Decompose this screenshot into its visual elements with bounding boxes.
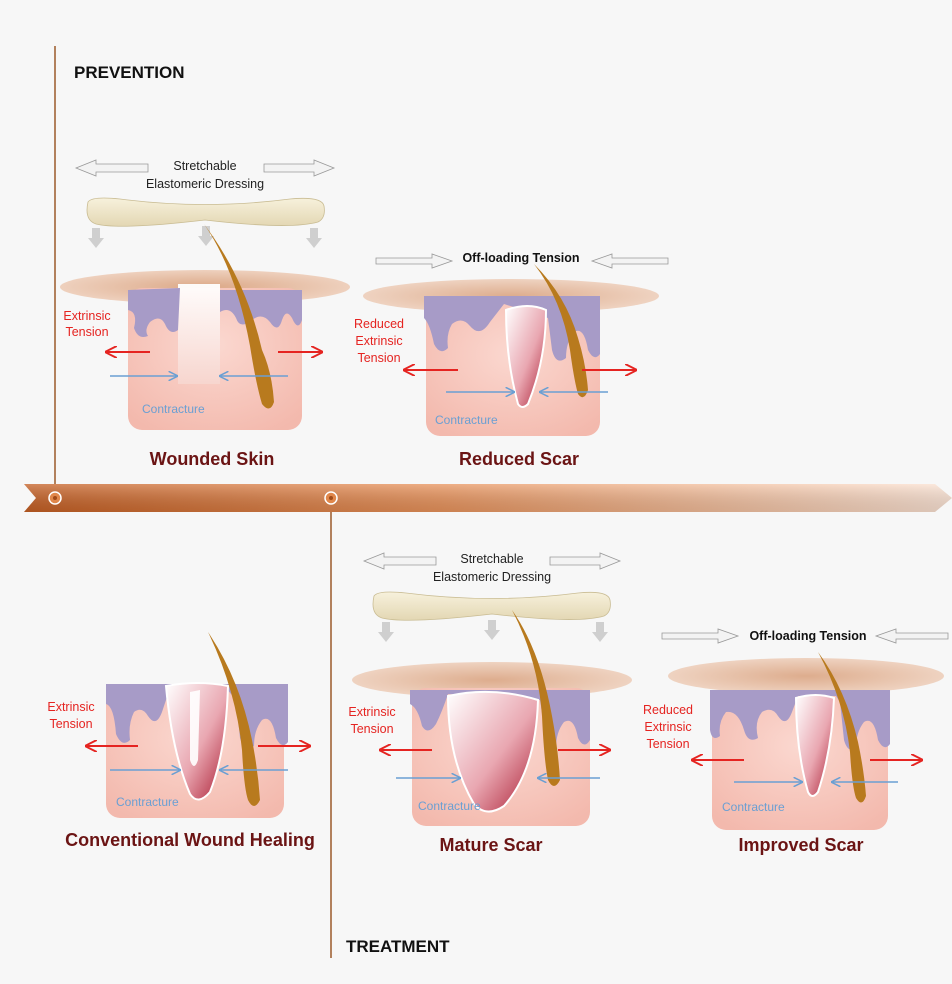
- panel-title-mature-scar: Mature Scar: [439, 835, 542, 855]
- panel-reduced-scar: Off-loading Tension Reduced Extrinsic Te…: [354, 251, 668, 469]
- panel-mature-scar: Stretchable Elastomeric Dressing Extrins…: [348, 552, 632, 855]
- extrinsic-tension-label-line2: Tension: [49, 717, 92, 731]
- panel-wounded-skin: Stretchable Elastomeric Dressing Extrins…: [60, 159, 350, 469]
- reduced-tension-label-line3: Tension: [646, 737, 689, 751]
- reduced-tension-label-line1: Reduced: [643, 703, 693, 717]
- extrinsic-tension-label-line1: Extrinsic: [348, 705, 395, 719]
- treatment-heading: TREATMENT: [346, 937, 450, 956]
- reduced-tension-label-line2: Extrinsic: [644, 720, 691, 734]
- dressing-down-arrows: [88, 226, 322, 248]
- reduced-tension-label-line1: Reduced: [354, 317, 404, 331]
- timeline-marker-prevention: [49, 492, 61, 504]
- contracture-label: Contracture: [722, 800, 785, 814]
- dressing-label-line1: Stretchable: [173, 159, 236, 173]
- panel-conventional-wound-healing: Extrinsic Tension Contracture Convention…: [47, 632, 314, 850]
- panel-title-reduced-scar: Reduced Scar: [459, 449, 579, 469]
- timeline-marker-treatment: [325, 492, 337, 504]
- prevention-heading: PREVENTION: [74, 63, 185, 82]
- reduced-tension-label-line2: Extrinsic: [355, 334, 402, 348]
- contracture-label: Contracture: [435, 413, 498, 427]
- panel-title-conventional-wound-healing: Conventional Wound Healing: [65, 830, 315, 850]
- dressing-down-arrows: [378, 620, 608, 642]
- contracture-label: Contracture: [116, 795, 179, 809]
- contracture-label: Contracture: [142, 402, 205, 416]
- dressing-label-line2: Elastomeric Dressing: [146, 177, 264, 191]
- dressing-label-line1: Stretchable: [460, 552, 523, 566]
- panel-title-improved-scar: Improved Scar: [738, 835, 863, 855]
- panel-title-wounded-skin: Wounded Skin: [150, 449, 275, 469]
- dressing-label-line2: Elastomeric Dressing: [433, 570, 551, 584]
- reduced-tension-label-line3: Tension: [357, 351, 400, 365]
- timeline-arrow: [24, 484, 952, 512]
- elastomeric-dressing: [87, 198, 324, 226]
- contracture-label: Contracture: [418, 799, 481, 813]
- extrinsic-tension-label-line2: Tension: [350, 722, 393, 736]
- extrinsic-tension-label-line2: Tension: [65, 325, 108, 339]
- offloading-tension-label: Off-loading Tension: [749, 629, 866, 643]
- extrinsic-tension-label-line1: Extrinsic: [63, 309, 110, 323]
- extrinsic-tension-label-line1: Extrinsic: [47, 700, 94, 714]
- panel-improved-scar: Off-loading Tension Reduced Extrinsic Te…: [643, 629, 948, 855]
- elastomeric-dressing: [373, 592, 610, 620]
- offloading-tension-label: Off-loading Tension: [462, 251, 579, 265]
